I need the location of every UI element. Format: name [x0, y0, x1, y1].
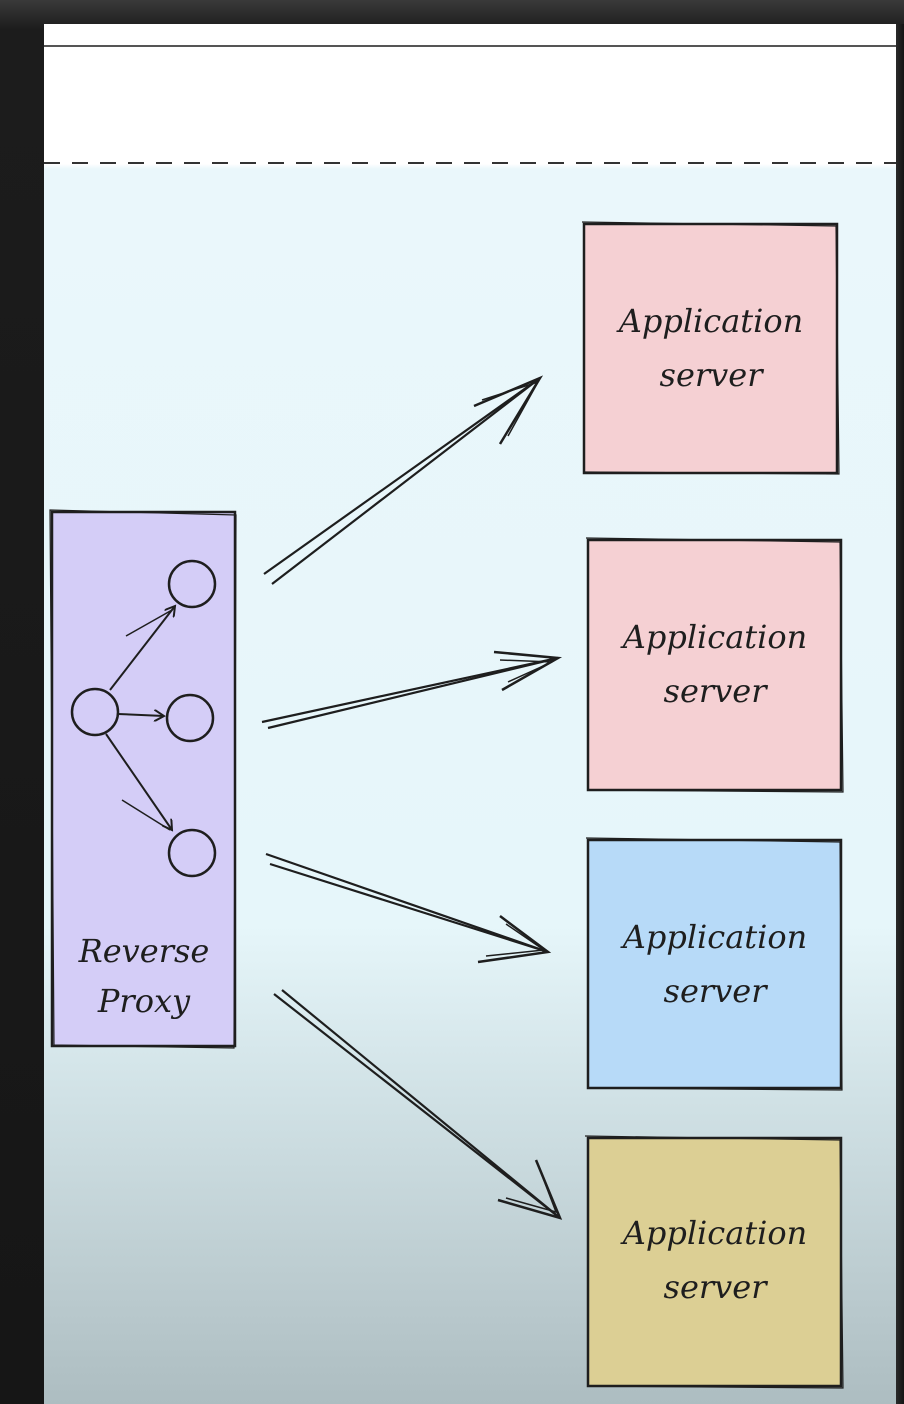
server-4-box — [586, 1136, 843, 1388]
server-3-label-line1: Application — [620, 918, 808, 956]
server-2-label-line2: server — [664, 672, 769, 710]
routing-graph — [70, 559, 217, 878]
arrow-to-server-3 — [265, 852, 552, 964]
graph-arrow-bottom-extra-stroke — [121, 799, 171, 831]
reverse-proxy-label-line1: Reverse — [78, 932, 210, 970]
target-node-middle — [165, 693, 215, 743]
server-4-label-line1: Application — [620, 1214, 808, 1252]
server-3-label-line2: server — [664, 972, 769, 1010]
server-4-label-line2: server — [664, 1268, 769, 1306]
arrow-to-server-4 — [273, 989, 563, 1220]
graph-arrow-top-extra-stroke — [125, 609, 173, 637]
server-1-label-line1: Application — [616, 302, 804, 340]
arrow-to-server-2 — [261, 650, 563, 730]
source-node — [70, 687, 120, 737]
reverse-proxy-sketch-edge — [49, 509, 237, 1049]
target-node-top — [167, 559, 217, 609]
graph-arrow-middle — [117, 714, 164, 716]
server-1-label-line2: server — [660, 356, 765, 394]
application-server-3: Application server — [585, 837, 843, 1091]
application-server-1: Application server — [581, 221, 840, 475]
server-1-box — [582, 222, 839, 475]
frame-edge — [896, 24, 904, 1404]
arrow-to-server-1 — [263, 375, 544, 585]
server-2-box — [586, 538, 843, 792]
graph-arrow-bottom — [105, 733, 172, 830]
connection-arrows — [261, 375, 563, 1220]
reverse-proxy-label-line2: Proxy — [97, 982, 191, 1020]
server-2-label-line1: Application — [620, 618, 808, 656]
application-server-4: Application server — [584, 1135, 844, 1389]
server-3-box — [586, 838, 843, 1090]
graph-arrow-top — [109, 606, 175, 691]
application-server-2: Application server — [585, 537, 844, 793]
target-node-bottom — [167, 828, 217, 878]
reverse-proxy-box: Reverse Proxy — [49, 509, 237, 1049]
